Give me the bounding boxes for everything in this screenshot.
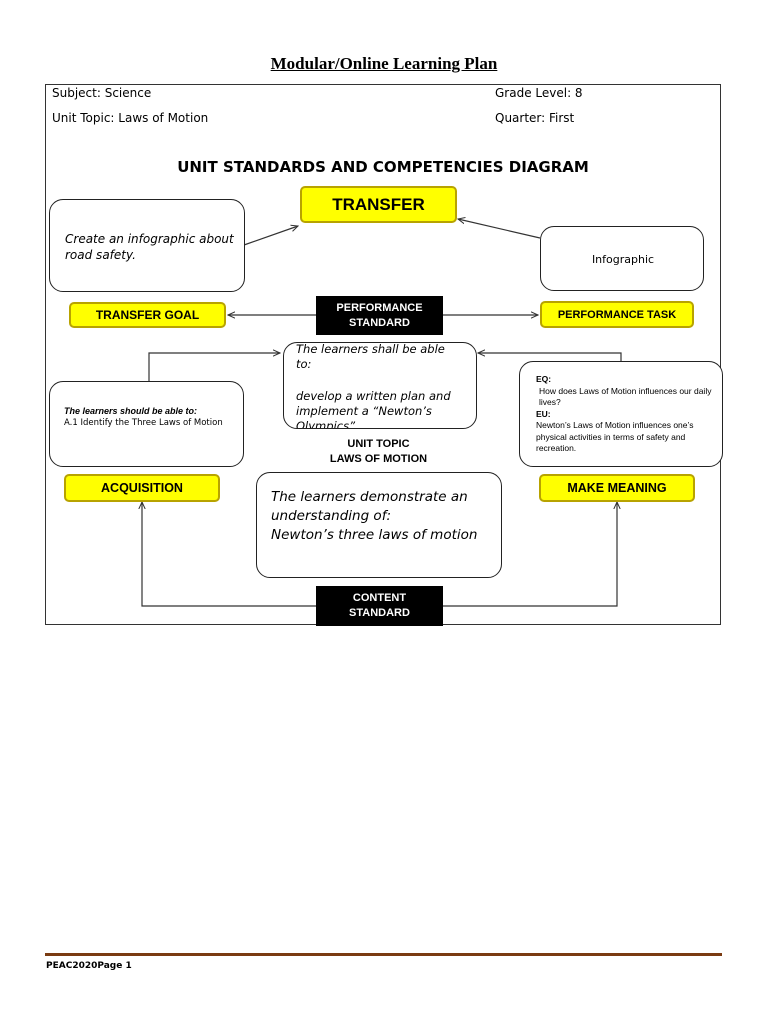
eq-label: EQ: bbox=[536, 374, 552, 384]
transfer-goal-card: Create an infographic about road safety. bbox=[49, 199, 245, 292]
footer-rule bbox=[45, 953, 722, 956]
content-standard-line2: STANDARD bbox=[349, 607, 410, 619]
make-meaning-label: MAKE MEANING bbox=[539, 474, 695, 502]
content-standard-intro: The learners demonstrate an understandin… bbox=[271, 489, 468, 524]
arrow-content-to-meaning bbox=[443, 502, 617, 607]
content-standard-box: CONTENT STANDARD bbox=[316, 586, 443, 626]
performance-standard-line1: PERFORMANCE bbox=[336, 301, 423, 314]
content-standard-card: The learners demonstrate an understandin… bbox=[256, 472, 502, 578]
performance-task-card: Infographic bbox=[540, 226, 704, 291]
document-title: Modular/Online Learning Plan bbox=[270, 54, 498, 73]
unit-topic-heading: UNIT TOPIC LAWS OF MOTION bbox=[300, 437, 457, 467]
subject-label: Subject: Science bbox=[52, 86, 152, 100]
performance-standard-text: develop a written plan and implement a “… bbox=[296, 389, 451, 429]
transfer-goal-label: TRANSFER GOAL bbox=[69, 302, 226, 328]
eq-text: How does Laws of Motion influences our d… bbox=[539, 385, 712, 408]
make-meaning-card: EQ: How does Laws of Motion influences o… bbox=[519, 361, 723, 467]
arrow-meaning-to-performance bbox=[478, 353, 622, 362]
grade-level-label: Grade Level: 8 bbox=[495, 86, 583, 100]
quarter-label: Quarter: First bbox=[495, 111, 575, 125]
transfer-box: TRANSFER bbox=[300, 186, 457, 223]
arrow-acquisition-to-performance bbox=[148, 353, 280, 382]
acquisition-text: A.1 Identify the Three Laws of Motion bbox=[64, 417, 223, 428]
eu-text: Newton’s Laws of Motion influences one’s… bbox=[536, 420, 694, 453]
eu-label: EU: bbox=[536, 408, 551, 419]
performance-standard-intro: The learners shall be able to: bbox=[296, 342, 445, 371]
acquisition-intro: The learners should be able to: bbox=[64, 406, 198, 416]
performance-standard-line2: STANDARD bbox=[349, 316, 410, 329]
transfer-goal-text: Create an infographic about road safety. bbox=[65, 232, 234, 262]
content-standard-line1: CONTENT bbox=[352, 592, 407, 604]
arrow-goal-to-transfer bbox=[243, 226, 298, 246]
performance-standard-card: The learners shall be able to: develop a… bbox=[283, 342, 477, 429]
performance-standard-box: PERFORMANCE STANDARD bbox=[316, 296, 443, 335]
unit-topic-label: Unit Topic: Laws of Motion bbox=[52, 111, 209, 125]
unit-topic-line2: LAWS OF MOTION bbox=[329, 453, 428, 465]
performance-task-label: PERFORMANCE TASK bbox=[540, 301, 694, 328]
footer-page-label: PEAC2020Page 1 bbox=[46, 961, 132, 971]
acquisition-card: The learners should be able to: A.1 Iden… bbox=[49, 381, 244, 467]
arrow-content-to-acquisition bbox=[142, 502, 316, 607]
performance-task-text: Infographic bbox=[591, 253, 655, 266]
diagram-title: UNIT STANDARDS AND COMPETENCIES DIAGRAM bbox=[177, 158, 589, 176]
unit-topic-line1: UNIT TOPIC bbox=[347, 438, 410, 450]
arrow-task-to-transfer bbox=[458, 219, 541, 239]
acquisition-label: ACQUISITION bbox=[64, 474, 220, 502]
content-standard-text: Newton’s three laws of motion bbox=[271, 527, 478, 543]
